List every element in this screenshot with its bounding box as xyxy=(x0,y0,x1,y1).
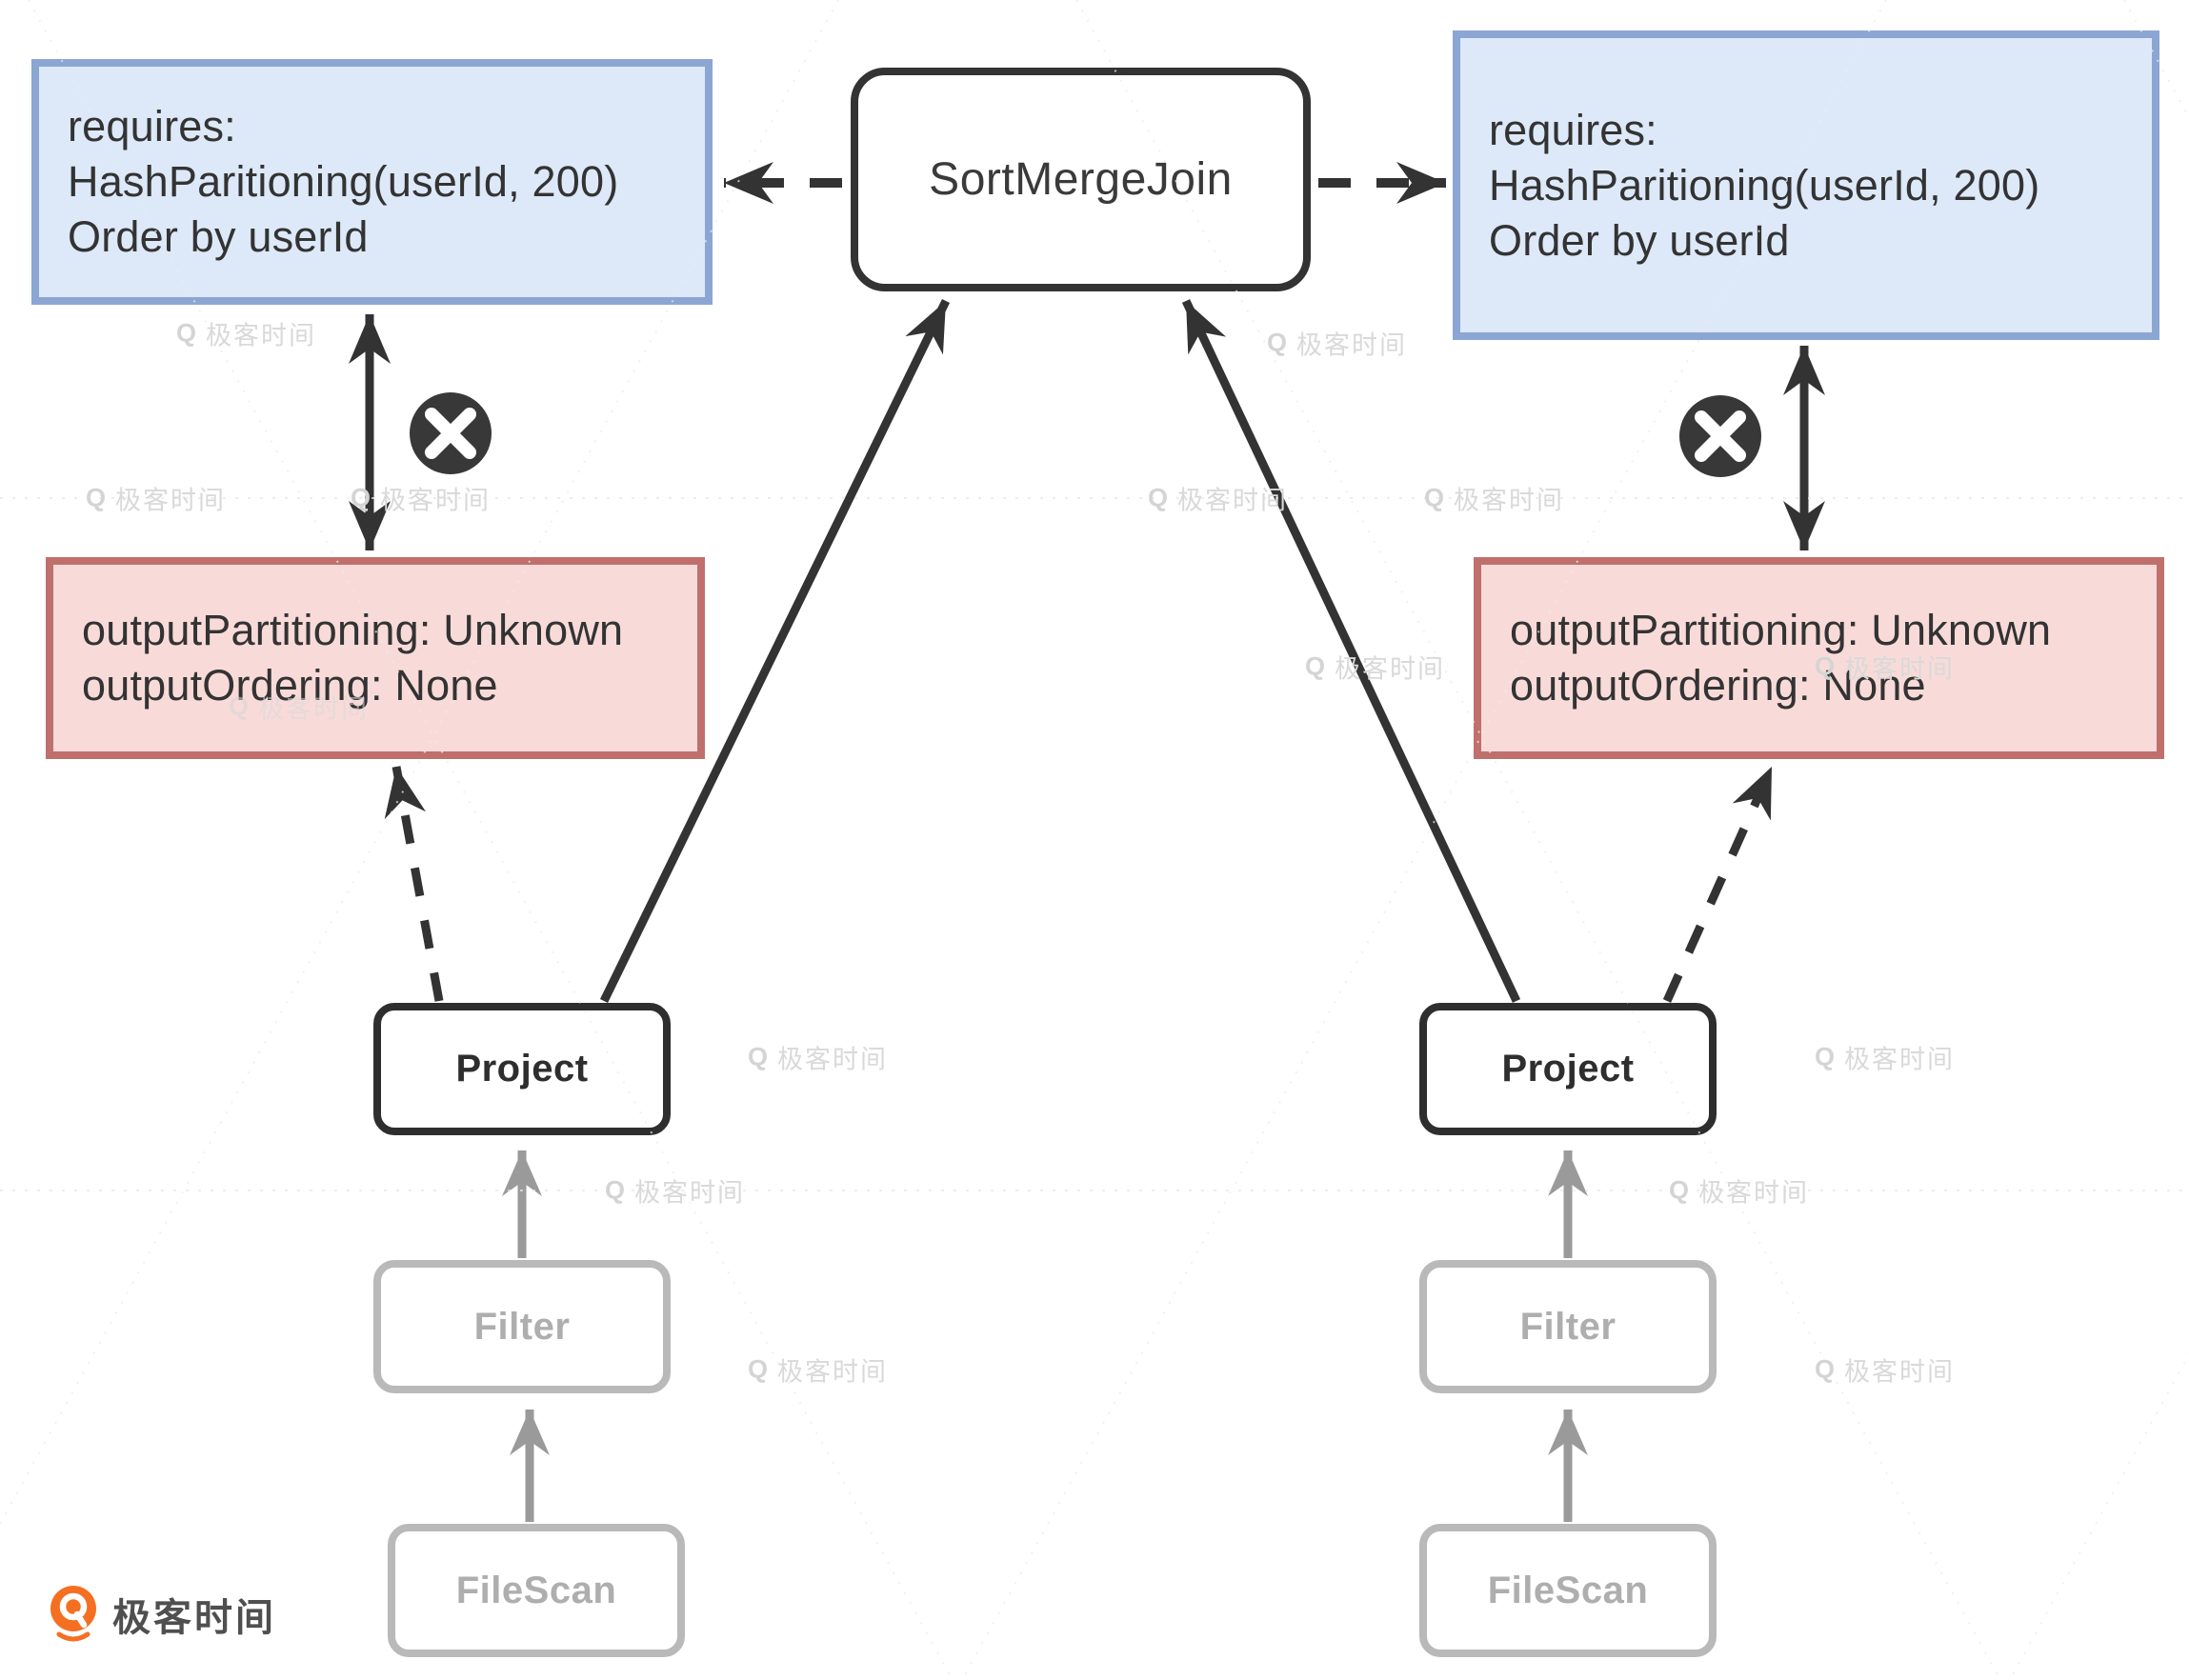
watermark: Q 极客时间 xyxy=(1815,1351,1955,1389)
sort-merge-join-node: SortMergeJoin xyxy=(851,68,1311,291)
watermark-text: 极客时间 xyxy=(777,1357,889,1387)
geektime-watermark-icon: Q xyxy=(1424,483,1447,512)
requirement-line: requires: xyxy=(68,102,236,150)
output-line: outputPartitioning: Unknown xyxy=(82,606,624,654)
left-filter-node: Filter xyxy=(373,1260,671,1393)
dashed-arrow-right-project-to-output xyxy=(1662,765,1777,1003)
requirement-line: Order by userId xyxy=(68,212,369,261)
geektime-watermark-icon: Q xyxy=(605,1175,628,1205)
requirement-line: HashParitioning(userId, 200) xyxy=(68,157,619,206)
geektime-logo-text: 极客时间 xyxy=(112,1597,276,1639)
right-output-properties-box: outputPartitioning: Unknown outputOrderi… xyxy=(1474,557,2164,759)
x-circle-icon xyxy=(410,392,492,474)
watermark-text: 极客时间 xyxy=(1454,486,1565,515)
geektime-watermark-icon: Q xyxy=(1815,1042,1838,1071)
geektime-watermark-icon: Q xyxy=(1267,328,1290,357)
watermark-text: 极客时间 xyxy=(1296,330,1408,360)
requirement-line: Order by userId xyxy=(1489,215,1790,265)
watermark-text: 极客时间 xyxy=(1844,1045,1956,1074)
geektime-watermark-icon: Q xyxy=(1669,1175,1692,1205)
right-filter-node: Filter xyxy=(1419,1260,1717,1393)
geektime-watermark-icon: Q xyxy=(748,1042,771,1071)
geektime-logo: 极客时间 xyxy=(48,1585,276,1644)
watermark: Q 极客时间 xyxy=(86,480,226,517)
watermark: Q 极客时间 xyxy=(176,315,316,352)
watermark: Q 极客时间 xyxy=(351,480,491,517)
geektime-watermark-icon: Q xyxy=(1148,483,1171,512)
left-filescan-node: FileScan xyxy=(388,1524,685,1657)
requirement-line: requires: xyxy=(1489,105,1657,154)
watermark: Q 极客时间 xyxy=(1305,649,1445,686)
left-project-node: Project xyxy=(373,1003,671,1135)
watermark: Q 极客时间 xyxy=(605,1172,745,1210)
geektime-watermark-icon: Q xyxy=(1305,651,1328,681)
watermark: Q 极客时间 xyxy=(1815,1039,1955,1076)
watermark: Q 极客时间 xyxy=(748,1039,888,1076)
watermark-text: 极客时间 xyxy=(777,1045,889,1074)
watermark: Q 极客时间 xyxy=(1669,1172,1809,1210)
watermark-text: 极客时间 xyxy=(634,1178,746,1208)
watermark: Q 极客时间 xyxy=(1267,325,1407,362)
output-line: outputOrdering: None xyxy=(1510,661,1926,710)
geektime-watermark-icon: Q xyxy=(86,483,109,512)
output-line: outputPartitioning: Unknown xyxy=(1510,606,2052,654)
watermark: Q 极客时间 xyxy=(1424,480,1564,517)
x-circle-icon xyxy=(1679,395,1761,477)
left-requirements-box: requires: HashParitioning(userId, 200) O… xyxy=(31,59,713,305)
right-filescan-node: FileScan xyxy=(1419,1524,1717,1657)
right-requirements-box: requires: HashParitioning(userId, 200) O… xyxy=(1453,30,2159,340)
geektime-logo-icon xyxy=(50,1586,96,1642)
geektime-watermark-icon: Q xyxy=(351,483,373,512)
watermark-text: 极客时间 xyxy=(1177,486,1289,515)
geektime-watermark-icon: Q xyxy=(176,318,199,348)
watermark-text: 极客时间 xyxy=(380,486,492,515)
dashed-arrow-left-project-to-output xyxy=(384,766,444,1002)
arrow-right-project-to-join xyxy=(1181,299,1521,1003)
watermark: Q 极客时间 xyxy=(1148,480,1288,517)
watermark-text: 极客时间 xyxy=(206,321,317,350)
watermark-text: 极客时间 xyxy=(1335,654,1446,684)
left-output-properties-box: outputPartitioning: Unknown outputOrderi… xyxy=(46,557,705,759)
watermark-text: 极客时间 xyxy=(115,486,227,515)
geektime-watermark-icon: Q xyxy=(1815,1354,1838,1384)
right-project-node: Project xyxy=(1419,1003,1717,1135)
watermark-text: 极客时间 xyxy=(1844,1357,1956,1387)
requirement-line: HashParitioning(userId, 200) xyxy=(1489,160,2040,210)
geektime-watermark-icon: Q xyxy=(748,1354,771,1384)
watermark: Q 极客时间 xyxy=(748,1351,888,1389)
output-line: outputOrdering: None xyxy=(82,661,498,710)
watermark-text: 极客时间 xyxy=(1698,1178,1810,1208)
